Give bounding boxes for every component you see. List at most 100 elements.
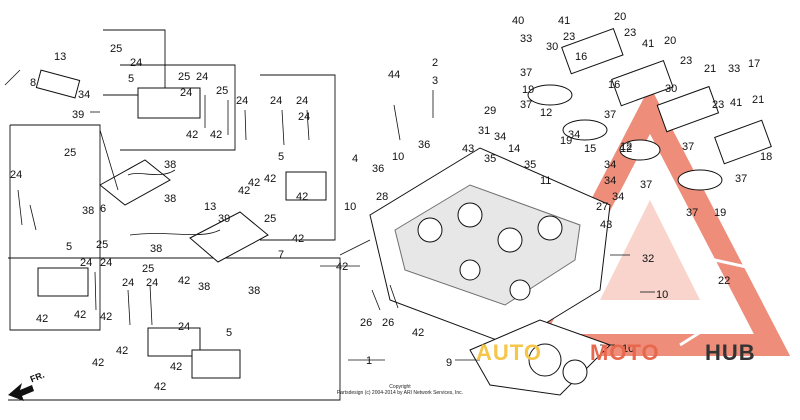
callout-25: 25 (110, 43, 122, 55)
copyright-line-2: Partsdesign (c) 2004-2014 by ARI Network… (336, 390, 464, 396)
callout-37: 37 (520, 67, 532, 79)
callout-26: 26 (382, 317, 394, 329)
callout-24: 24 (130, 57, 142, 69)
callout-5: 5 (128, 73, 134, 85)
callout-14: 14 (508, 143, 520, 155)
callout-1: 1 (366, 355, 372, 367)
callout-41: 41 (730, 97, 742, 109)
callout-41: 41 (558, 15, 570, 27)
left-sub-assembly-frame (8, 29, 341, 401)
callout-12: 12 (540, 107, 552, 119)
callout-25: 25 (216, 85, 228, 97)
callout-6: 6 (100, 203, 106, 215)
callout-24: 24 (122, 277, 134, 289)
callout-3: 3 (432, 75, 438, 87)
callout-42: 42 (238, 185, 250, 197)
callout-34: 34 (604, 175, 616, 187)
callout-40: 40 (512, 15, 524, 27)
callout-10: 10 (656, 289, 668, 301)
callout-24: 24 (80, 257, 92, 269)
callout-24: 24 (270, 95, 282, 107)
callout-16: 16 (608, 79, 620, 91)
watermark-text-moto: MOTO (590, 340, 660, 365)
callout-42: 42 (186, 129, 198, 141)
cylinder-head (369, 147, 611, 346)
callout-20: 20 (664, 35, 676, 47)
callout-35: 35 (484, 153, 496, 165)
callout-42: 42 (74, 309, 86, 321)
callout-12: 12 (620, 143, 632, 155)
callout-20: 20 (614, 11, 626, 23)
callout-42: 42 (154, 381, 166, 393)
callout-43: 43 (600, 219, 612, 231)
callout-32: 32 (642, 253, 654, 265)
callout-13: 13 (204, 201, 216, 213)
callout-25: 25 (264, 213, 276, 225)
callout-2: 2 (432, 57, 438, 69)
callout-43: 43 (462, 143, 474, 155)
callout-19: 19 (522, 84, 534, 96)
callout-24: 24 (296, 95, 308, 107)
callout-17: 17 (748, 58, 760, 70)
callout-42: 42 (292, 233, 304, 245)
watermark-text-hub: HUB (705, 340, 756, 365)
callout-37: 37 (686, 207, 698, 219)
callout-34: 34 (604, 159, 616, 171)
callout-35: 35 (524, 159, 536, 171)
callout-27: 27 (596, 201, 608, 213)
callout-23: 23 (680, 55, 692, 67)
callout-23: 23 (712, 99, 724, 111)
callout-34: 34 (78, 89, 90, 101)
callout-39: 39 (218, 213, 230, 225)
callout-44: 44 (388, 69, 400, 81)
copyright-line-1: Copyright (389, 384, 411, 390)
callout-29: 29 (484, 105, 496, 117)
callout-38: 38 (248, 285, 260, 297)
callout-42: 42 (248, 177, 260, 189)
callout-42: 42 (36, 313, 48, 325)
callout-25: 25 (142, 263, 154, 275)
callout-10: 10 (392, 151, 404, 163)
callout-42: 42 (412, 327, 424, 339)
callout-5: 5 (278, 151, 284, 163)
callout-7: 7 (278, 249, 284, 261)
callout-37: 37 (604, 109, 616, 121)
callout-11: 11 (540, 175, 551, 187)
callout-23: 23 (624, 27, 636, 39)
callout-19: 19 (560, 135, 572, 147)
callout-34: 34 (568, 129, 580, 141)
callout-42: 42 (116, 345, 128, 357)
callout-9: 9 (446, 357, 452, 369)
watermark-text-auto: AUTO (476, 340, 542, 365)
callout-25: 25 (64, 147, 76, 159)
callout-25: 25 (96, 239, 108, 251)
callout-41: 41 (642, 38, 654, 50)
callout-38: 38 (198, 281, 210, 293)
callout-8: 8 (30, 77, 36, 89)
callout-42: 42 (296, 191, 308, 203)
callout-30: 30 (546, 41, 558, 53)
callout-5: 5 (226, 327, 232, 339)
callout-24: 24 (298, 111, 310, 123)
camshaft-holders (35, 69, 327, 379)
callout-18: 18 (760, 151, 772, 163)
callout-28: 28 (376, 191, 388, 203)
callout-38: 38 (82, 205, 94, 217)
callout-37: 37 (640, 179, 652, 191)
callout-42: 42 (210, 129, 222, 141)
callout-34: 34 (612, 191, 624, 203)
callout-38: 38 (164, 159, 176, 171)
callout-37: 37 (520, 99, 532, 111)
callout-19: 19 (714, 207, 726, 219)
callout-16: 16 (575, 51, 587, 63)
rocker-arm-assemblies (527, 27, 772, 191)
callout-37: 37 (682, 141, 694, 153)
callout-34: 34 (494, 131, 506, 143)
callout-22: 22 (718, 275, 730, 287)
callout-15: 15 (584, 143, 596, 155)
callout-38: 38 (150, 243, 162, 255)
callout-37: 37 (735, 173, 747, 185)
callout-42: 42 (264, 173, 276, 185)
callout-24: 24 (146, 277, 158, 289)
